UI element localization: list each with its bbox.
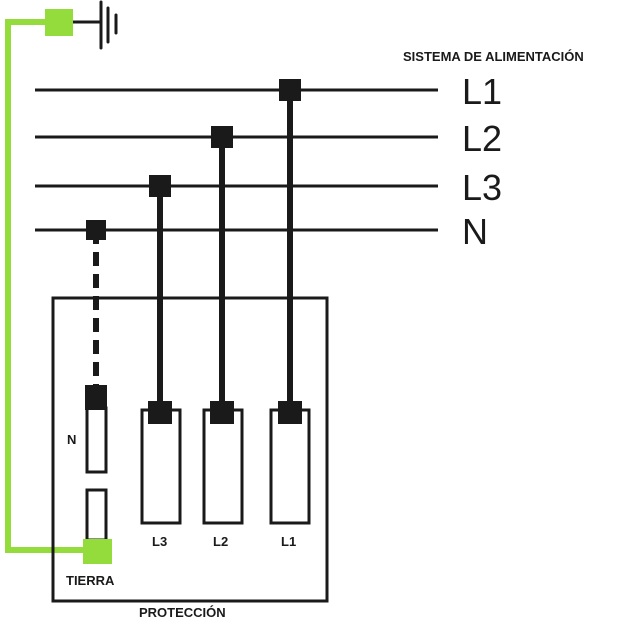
breaker-l2 [202,408,244,525]
earth-breaker [85,488,108,542]
junction-l2 [211,126,233,148]
breaker-l3 [140,408,182,525]
protection-box [51,296,329,603]
bus-label-l1: L1 [462,71,502,112]
earth-terminal-top [45,9,73,36]
bus-label-l2: L2 [462,118,502,159]
terminal-l2 [210,401,234,424]
earth-terminal-bottom [83,539,112,564]
protection-label: PROTECCIÓN [139,605,226,619]
terminal-n [85,385,107,410]
junction-l1 [279,79,301,101]
breaker-label-l3: L3 [152,534,167,549]
junction-n [86,220,106,240]
breaker-label-l1: L1 [281,534,296,549]
breaker-l1 [269,408,311,525]
system-title: SISTEMA DE ALIMENTACIÓN [403,49,584,64]
terminal-l1 [278,401,302,424]
bus-label-n: N [462,211,488,252]
breaker-n [85,406,108,474]
terminal-l3 [148,401,172,424]
junction-l3 [149,175,171,197]
bus-label-l3: L3 [462,167,502,208]
breaker-label-l2: L2 [213,534,228,549]
breaker-label-n: N [67,432,76,447]
ground-symbol-icon [99,0,118,50]
earth-label: TIERRA [66,573,115,588]
